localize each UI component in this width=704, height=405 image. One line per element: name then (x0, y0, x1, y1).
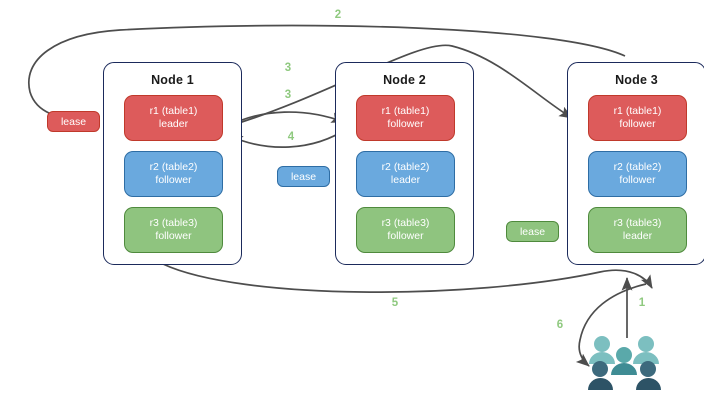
step-label-3b: 3 (284, 89, 292, 101)
replica-role: leader (622, 230, 653, 242)
lease-label: lease (290, 170, 317, 183)
replica-role: follower (155, 230, 192, 242)
replica-role: follower (387, 230, 424, 242)
lease-badge-green: lease (506, 221, 559, 242)
lease-label: lease (519, 225, 546, 238)
node-box-2[interactable]: Node 2 r1 (table1) follower r2 (table2) … (335, 62, 474, 265)
replica-name: r1 (table1) (381, 105, 430, 117)
replica-r3[interactable]: r3 (table3) follower (356, 207, 455, 253)
replica-name: r2 (table2) (381, 161, 430, 173)
replica-r2[interactable]: r2 (table2) follower (124, 151, 223, 197)
step-label-5: 5 (391, 297, 399, 309)
replica-name: r3 (table3) (613, 217, 662, 229)
replica-name: r3 (table3) (381, 217, 430, 229)
replica-role: leader (158, 118, 189, 130)
replica-r1[interactable]: r1 (table1) follower (588, 95, 687, 141)
replica-role: follower (619, 118, 656, 130)
replica-role: follower (155, 174, 192, 186)
node-box-3[interactable]: Node 3 r1 (table1) follower r2 (table2) … (567, 62, 704, 265)
step-label-3a: 3 (284, 62, 292, 74)
arrow-3-to-node2 (225, 111, 345, 128)
step-label-1: 1 (638, 297, 646, 309)
step-label-6: 6 (556, 319, 564, 331)
replica-r1[interactable]: r1 (table1) follower (356, 95, 455, 141)
step-label-2: 2 (334, 9, 342, 21)
node-title: Node 2 (383, 73, 426, 87)
replica-name: r3 (table3) (149, 217, 198, 229)
node-title: Node 1 (151, 73, 194, 87)
replica-r3[interactable]: r3 (table3) follower (124, 207, 223, 253)
lease-label: lease (60, 115, 87, 128)
node-box-1[interactable]: Node 1 r1 (table1) leader r2 (table2) fo… (103, 62, 242, 265)
arrow-5 (162, 263, 653, 293)
replica-role: follower (619, 174, 656, 186)
lease-badge-blue: lease (277, 166, 330, 187)
replica-name: r2 (table2) (149, 161, 198, 173)
replica-name: r2 (table2) (613, 161, 662, 173)
node-title: Node 3 (615, 73, 658, 87)
replica-name: r1 (table1) (149, 105, 198, 117)
replica-r2[interactable]: r2 (table2) follower (588, 151, 687, 197)
replica-role: leader (390, 174, 421, 186)
replica-name: r1 (table1) (613, 105, 662, 117)
lease-badge-red: lease (47, 111, 100, 132)
people-icon (588, 336, 661, 390)
replica-role: follower (387, 118, 424, 130)
replica-r2[interactable]: r2 (table2) leader (356, 151, 455, 197)
replica-r1[interactable]: r1 (table1) leader (124, 95, 223, 141)
step-label-4: 4 (287, 131, 295, 143)
replica-r3[interactable]: r3 (table3) leader (588, 207, 687, 253)
